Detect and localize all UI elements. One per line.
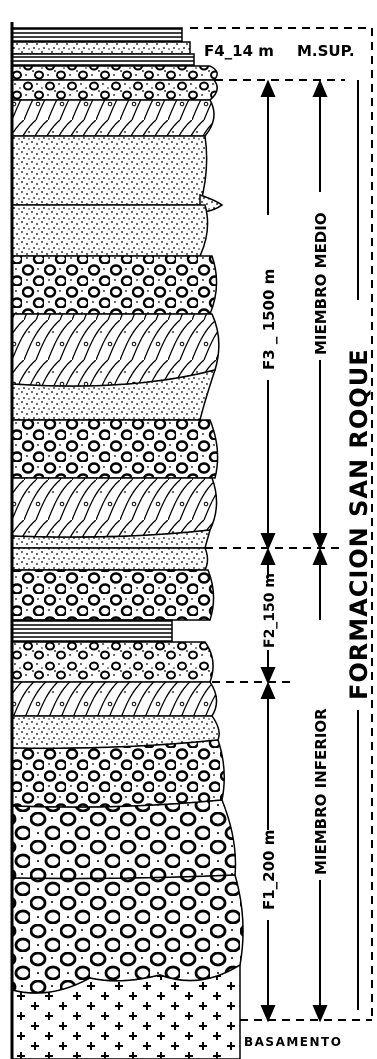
bed-f2-shale bbox=[12, 620, 172, 642]
bed-f3-cross-1 bbox=[12, 100, 214, 136]
bed-f3-sand-2 bbox=[12, 205, 208, 256]
facies-label-f2: F2_150 m bbox=[262, 573, 278, 648]
facies-label-f4: F4_14 m bbox=[204, 42, 274, 60]
facies-label-f3: F3 _ 1500 m bbox=[260, 269, 278, 370]
bed-f1-cong-1 bbox=[12, 740, 224, 807]
arrow-down-medio bbox=[314, 534, 326, 548]
bed-f1-cong-3 bbox=[12, 875, 243, 993]
arrow-up-f3 bbox=[262, 82, 274, 96]
member-label-inferior: MIEMBRO INFERIOR bbox=[312, 708, 330, 875]
bed-f4-sand bbox=[12, 42, 190, 54]
bed-f2-sand-1 bbox=[12, 548, 208, 570]
bed-f4-conglomerate bbox=[12, 66, 217, 80]
bed-f3-cross-3 bbox=[12, 478, 217, 537]
bed-f3-cong-2 bbox=[12, 256, 217, 314]
member-label-superior: M.SUP. bbox=[297, 42, 355, 60]
bed-f1-cong-2 bbox=[12, 800, 235, 879]
arrow-down-f1 bbox=[262, 1006, 274, 1020]
bed-f4-shale-bottom bbox=[12, 54, 194, 66]
member-label-medio: MIEMBRO MEDIO bbox=[312, 212, 330, 355]
arrow-down-inferior bbox=[314, 1006, 326, 1020]
bed-f3-cross-2 bbox=[12, 314, 219, 386]
bed-f1-cross bbox=[12, 682, 217, 716]
arrow-down-f3 bbox=[262, 534, 274, 548]
bed-f3-cong-3 bbox=[12, 420, 218, 478]
formation-label: FORMACION SAN ROQUE bbox=[345, 348, 373, 700]
bed-f2-cong-2 bbox=[12, 642, 213, 682]
facies-label-f1: F1_200 m bbox=[260, 830, 278, 910]
bed-f3-sand-1 bbox=[12, 136, 207, 205]
lithologic-column bbox=[12, 22, 243, 1059]
bed-f2-cong-1 bbox=[12, 570, 214, 620]
bed-f4-shale-top bbox=[12, 28, 182, 42]
basement-label: BASAMENTO bbox=[244, 1035, 342, 1049]
bed-f3-cong-1 bbox=[12, 80, 217, 100]
